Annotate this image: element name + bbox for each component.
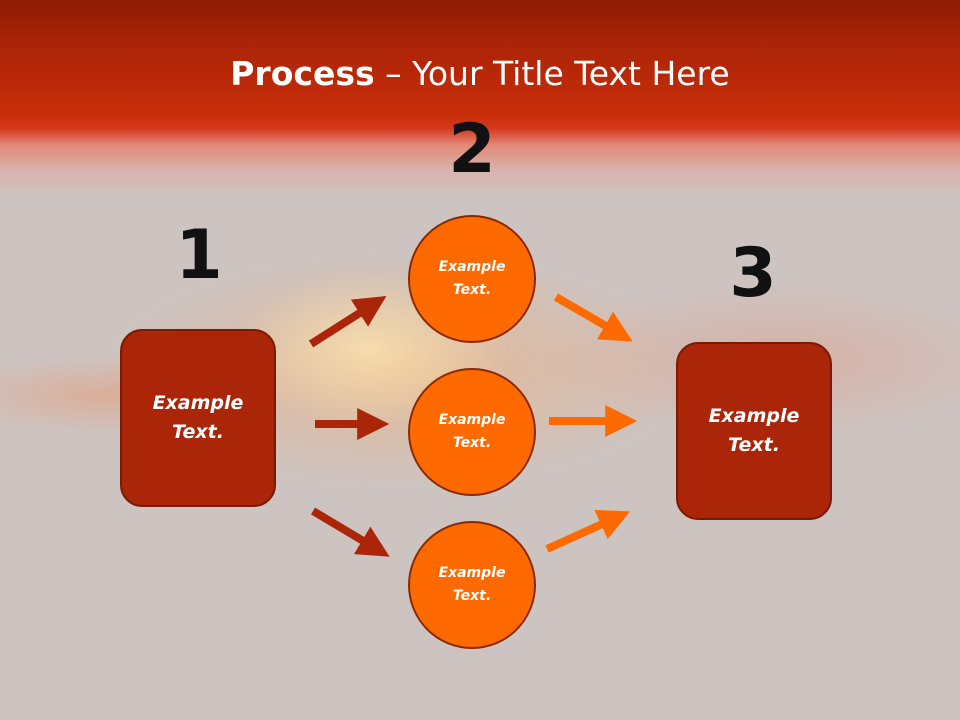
arrow-circle-bottom-to-box — [545, 509, 631, 553]
left-box: Example Text. — [120, 329, 276, 507]
arrow-circle-top-to-box — [553, 293, 633, 342]
left-box-label: Example Text. — [152, 392, 244, 443]
slide-title: Process – Your Title Text Here — [0, 52, 960, 96]
circle-top-label: Example Text. — [438, 259, 506, 298]
arrow-box-to-circle-bottom — [310, 507, 390, 557]
circle-bottom-label: Example Text. — [438, 565, 506, 604]
title-rest: – Your Title Text Here — [374, 54, 730, 93]
arrow-box-to-circle-top — [308, 295, 387, 348]
circle-middle: Example Text. — [408, 368, 536, 496]
circle-middle-label: Example Text. — [438, 412, 506, 451]
step-number-2: 2 — [448, 110, 496, 189]
step-number-1: 1 — [175, 216, 223, 295]
title-bold: Process — [230, 54, 375, 93]
step-number-3: 3 — [729, 234, 777, 313]
circle-bottom: Example Text. — [408, 521, 536, 649]
circle-top: Example Text. — [408, 215, 536, 343]
right-box: Example Text. — [676, 342, 832, 520]
right-box-label: Example Text. — [708, 405, 800, 456]
